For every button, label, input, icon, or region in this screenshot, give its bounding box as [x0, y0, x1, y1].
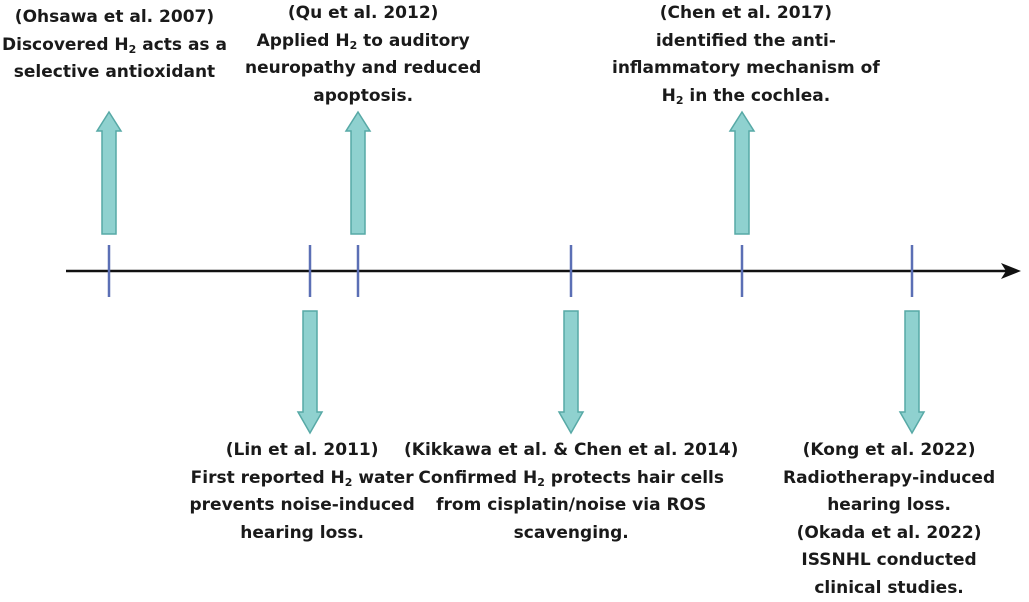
event-description-line: Discovered H2 acts as a: [2, 32, 227, 60]
event-description-line: Confirmed H2 protects hair cells: [404, 465, 738, 493]
event-description-line: hearing loss.: [190, 520, 415, 548]
event-label-ohsawa-2007: (Ohsawa et al. 2007)Discovered H2 acts a…: [2, 4, 227, 87]
event-description-line: Radiotherapy-induced: [783, 465, 995, 493]
event-description-line: prevents noise-induced: [190, 492, 415, 520]
event-description-line: from cisplatin/noise via ROS: [404, 492, 738, 520]
event-label-chen-2017: (Chen et al. 2017)identified the anti-in…: [612, 0, 880, 110]
event-citation: (Lin et al. 2011): [190, 437, 415, 465]
event-description-line: ISSNHL conducted: [783, 547, 995, 575]
event-citation: (Okada et al. 2022): [783, 520, 995, 548]
up-arrow-chen-2017: [730, 112, 754, 234]
event-description-line: hearing loss.: [783, 492, 995, 520]
event-description-line: selective antioxidant: [2, 59, 227, 87]
event-label-lin-2011: (Lin et al. 2011)First reported H2 water…: [190, 437, 415, 547]
event-description-line: apoptosis.: [245, 83, 481, 111]
event-citation: (Ohsawa et al. 2007): [2, 4, 227, 32]
up-arrow-qu-2012: [346, 112, 370, 234]
event-description-line: scavenging.: [404, 520, 738, 548]
event-description-line: H2 in the cochlea.: [612, 83, 880, 111]
event-description-line: First reported H2 water: [190, 465, 415, 493]
down-arrow-kong-okada-2022: [900, 311, 924, 433]
down-arrow-lin-2011: [298, 311, 322, 433]
event-description-line: inflammatory mechanism of: [612, 55, 880, 83]
event-description-line: clinical studies.: [783, 575, 995, 602]
event-description-line: identified the anti-: [612, 28, 880, 56]
down-arrow-kikkawa-chen-2014: [559, 311, 583, 433]
event-label-kikkawa-chen-2014: (Kikkawa et al. & Chen et al. 2014)Confi…: [404, 437, 738, 547]
event-citation: (Qu et al. 2012): [245, 0, 481, 28]
event-description-line: neuropathy and reduced: [245, 55, 481, 83]
event-citation: (Kong et al. 2022): [783, 437, 995, 465]
event-citation: (Kikkawa et al. & Chen et al. 2014): [404, 437, 738, 465]
event-description-line: Applied H2 to auditory: [245, 28, 481, 56]
up-arrow-ohsawa-2007: [97, 112, 121, 234]
event-citation: (Chen et al. 2017): [612, 0, 880, 28]
